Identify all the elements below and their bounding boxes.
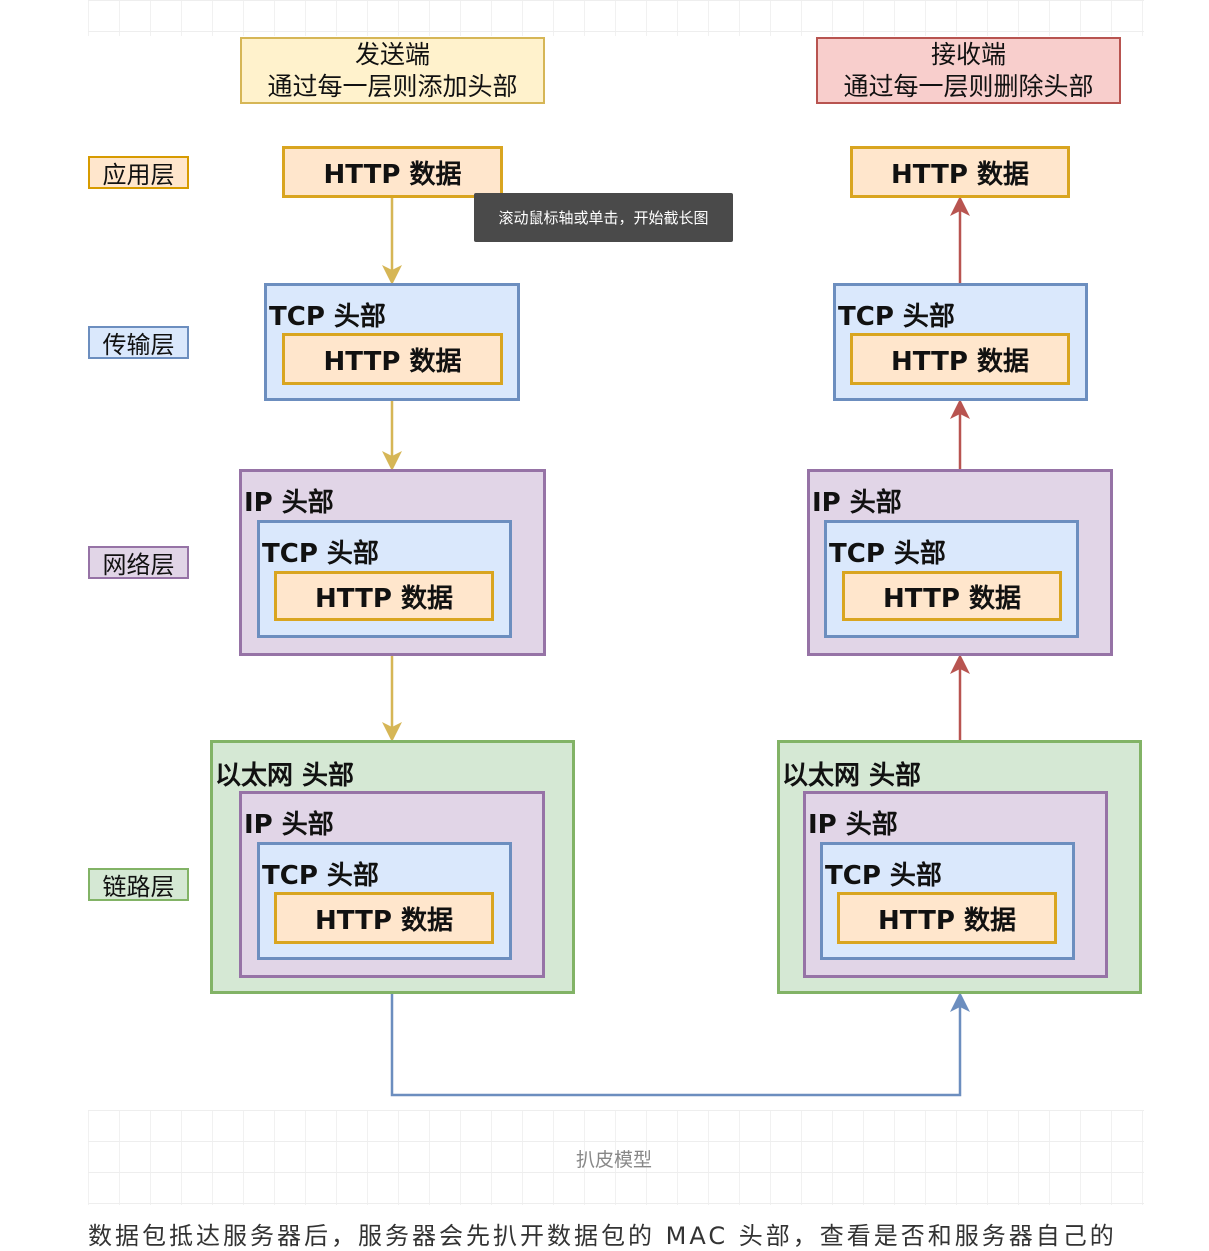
- http-data-box: HTTP 数据: [842, 571, 1062, 621]
- http-data-box: HTTP 数据: [850, 146, 1070, 198]
- long-screenshot-tooltip[interactable]: 滚动鼠标轴或单击，开始截长图: [474, 193, 733, 242]
- sender-header: 发送端通过每一层则添加头部: [240, 37, 545, 104]
- article-paragraph: 数据包抵达服务器后，服务器会先扒开数据包的 MAC 头部，查看是否和服务器自己的: [88, 1222, 1117, 1250]
- receiver-header: 接收端通过每一层则删除头部: [816, 37, 1121, 104]
- http-data-box: HTTP 数据: [274, 892, 494, 944]
- http-data-box: HTTP 数据: [850, 333, 1070, 385]
- grid-background: [88, 0, 1144, 36]
- grid-background: [88, 1110, 1144, 1205]
- layer-label-network: 网络层: [88, 546, 189, 579]
- http-data-box: HTTP 数据: [282, 333, 503, 385]
- http-data-box: HTTP 数据: [837, 892, 1057, 944]
- layer-label-transport: 传输层: [88, 326, 189, 359]
- figure-caption: 扒皮模型: [575, 1149, 652, 1171]
- link-arrow: [390, 992, 970, 1097]
- layer-label-app: 应用层: [88, 156, 189, 189]
- layer-label-link: 链路层: [88, 868, 189, 901]
- http-data-box: HTTP 数据: [282, 146, 503, 198]
- http-data-box: HTTP 数据: [274, 571, 494, 621]
